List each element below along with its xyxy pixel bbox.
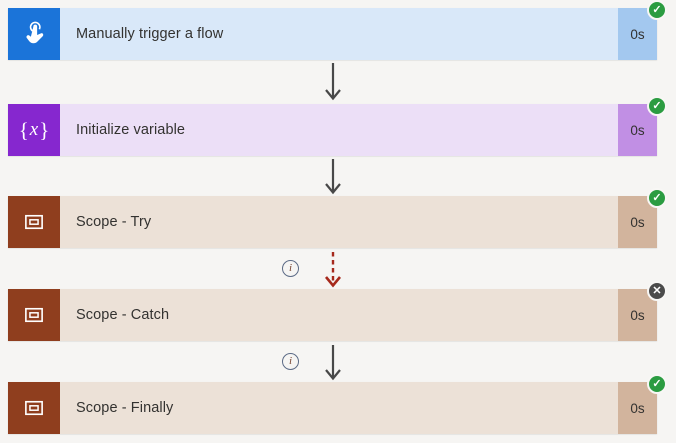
action-label: Initialize variable (76, 122, 186, 138)
status-success-icon: ✓ (647, 0, 667, 20)
connector-arrow (319, 344, 347, 382)
connector-arrow (319, 158, 347, 196)
scope-icon (8, 196, 60, 248)
status-success-icon: ✓ (647, 96, 667, 116)
action-card-manual-trigger[interactable]: Manually trigger a flow 0s ✓ (8, 0, 667, 60)
variable-icon: {x} (8, 104, 60, 156)
scope-icon (8, 289, 60, 341)
action-card-initialize-variable[interactable]: {x} Initialize variable 0s ✓ (8, 96, 667, 156)
action-label: Scope - Catch (76, 307, 170, 323)
action-card-scope-try[interactable]: Scope - Try 0s ✓ (8, 188, 667, 248)
connector-arrow-failed-path (319, 251, 347, 289)
action-card-scope-finally[interactable]: Scope - Finally 0s ✓ (8, 374, 667, 434)
action-label: Manually trigger a flow (76, 26, 224, 42)
status-skipped-icon: ✕ (647, 281, 667, 301)
touch-icon (8, 8, 60, 60)
info-icon[interactable]: i (282, 260, 299, 277)
connector-arrow (319, 62, 347, 102)
info-icon[interactable]: i (282, 353, 299, 370)
scope-icon (8, 382, 60, 434)
status-success-icon: ✓ (647, 188, 667, 208)
action-card-scope-catch[interactable]: Scope - Catch 0s ✕ (8, 281, 667, 341)
action-label: Scope - Finally (76, 400, 174, 416)
action-label: Scope - Try (76, 214, 152, 230)
status-success-icon: ✓ (647, 374, 667, 394)
